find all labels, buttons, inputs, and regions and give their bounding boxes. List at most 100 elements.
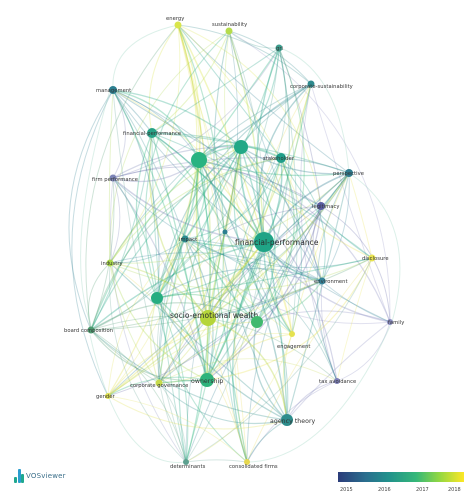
node-layer: energy sustainability gri corporate-sust… — [64, 16, 404, 470]
label-engagement: engagement — [277, 344, 311, 350]
edge-link — [280, 157, 373, 259]
edge-link — [184, 238, 391, 325]
edge-link — [158, 83, 312, 384]
color-legend: 2015 2016 2017 2018 — [338, 472, 464, 500]
node-legitimacy[interactable] — [317, 202, 325, 210]
node-disclosure[interactable] — [368, 254, 376, 262]
edge-link — [258, 83, 312, 243]
edge-link — [112, 177, 158, 299]
edge-link — [87, 262, 111, 331]
edge-link — [239, 146, 265, 243]
node-corporate-sustainability[interactable] — [307, 80, 315, 88]
node-agency-theory[interactable] — [281, 414, 293, 426]
label-tax-avoidance: tax avoidance — [319, 379, 356, 385]
vosviewer-logo[interactable]: VOSviewer — [14, 466, 70, 486]
edge-link — [185, 257, 373, 463]
node-financial-performance[interactable] — [147, 128, 157, 138]
edge-link — [184, 238, 323, 282]
node-socio-emotional-wealth[interactable] — [200, 310, 216, 326]
label-consolidated-firms: consolidated firms — [229, 464, 278, 470]
edge-link — [90, 146, 242, 331]
edge-link — [213, 30, 288, 421]
edge-link — [107, 317, 209, 397]
node-cluster-a[interactable] — [191, 152, 207, 168]
node-sustainability[interactable] — [225, 27, 233, 35]
node-corporate-governance[interactable] — [155, 379, 163, 387]
edge-link — [228, 30, 265, 243]
edge-link — [90, 315, 338, 382]
node-gri[interactable] — [275, 44, 283, 52]
edge-link — [198, 83, 312, 161]
node-perspective[interactable] — [345, 169, 353, 177]
node-small-center[interactable] — [222, 229, 228, 235]
edge-link — [263, 241, 293, 335]
edge-link — [158, 332, 293, 384]
edge-link — [240, 146, 276, 323]
label-corporate-governance: corporate governance — [130, 383, 188, 389]
node-board-composition[interactable] — [87, 326, 95, 334]
edge-link — [109, 146, 242, 264]
edge-link — [90, 177, 115, 331]
node-gender[interactable] — [105, 393, 111, 399]
edge-link — [198, 159, 350, 177]
edge-link — [336, 321, 391, 382]
edge-link — [280, 157, 302, 335]
node-ownership[interactable] — [200, 373, 214, 387]
edge-link — [316, 172, 350, 382]
node-cluster-d[interactable] — [251, 316, 263, 328]
edge-link — [207, 280, 323, 319]
edge-link — [228, 30, 391, 323]
edge-link — [195, 159, 258, 323]
node-stakeholder[interactable] — [276, 153, 286, 163]
node-cluster-c[interactable] — [151, 292, 163, 304]
node-consolidated-firms[interactable] — [244, 459, 250, 465]
edge-link — [90, 257, 373, 331]
node-engagement[interactable] — [289, 331, 295, 337]
edge-link — [206, 47, 290, 381]
edge-link — [177, 24, 248, 463]
edge-link — [107, 280, 323, 397]
edge-link — [300, 83, 338, 382]
edge-link — [156, 297, 208, 381]
edge-link — [90, 157, 282, 331]
edge-link — [110, 177, 187, 463]
edge-link — [185, 379, 208, 463]
node-management[interactable] — [109, 86, 117, 94]
node-energy[interactable] — [174, 21, 182, 29]
node-firm-performance[interactable] — [109, 174, 117, 182]
edge-link — [321, 172, 350, 282]
edge-link — [184, 238, 258, 323]
edge-link — [286, 83, 312, 335]
node-impact[interactable] — [181, 235, 189, 243]
edge-link — [150, 297, 160, 384]
edge-link — [107, 238, 186, 397]
edge-link — [198, 159, 391, 323]
edge-link — [320, 280, 338, 382]
edge-link — [156, 47, 280, 299]
node-family[interactable] — [387, 319, 393, 325]
node-industry[interactable] — [106, 259, 114, 267]
edge-link — [90, 132, 153, 331]
edge-link — [109, 262, 248, 463]
edge-link — [112, 89, 293, 335]
edge-link — [90, 172, 350, 331]
edge-link — [156, 159, 200, 299]
label-stakeholder: stakeholder — [263, 156, 295, 162]
edge-link — [158, 238, 186, 384]
edge-link — [112, 89, 160, 299]
edge-link — [156, 83, 312, 299]
edge-link — [112, 89, 187, 463]
node-environment[interactable] — [318, 277, 326, 285]
edge-link — [109, 30, 230, 264]
edge-link — [195, 159, 209, 319]
edge-link — [156, 172, 350, 299]
node-tax-avoidance[interactable] — [334, 378, 340, 384]
node-determinants[interactable] — [183, 459, 189, 465]
edge-link — [198, 159, 248, 463]
edge-link — [184, 157, 282, 240]
edge-link — [158, 280, 323, 384]
node-financial-performance-main[interactable] — [254, 232, 274, 252]
edge-link — [278, 47, 298, 335]
node-cluster-b[interactable] — [234, 140, 248, 154]
label-gender: gender — [96, 394, 116, 400]
